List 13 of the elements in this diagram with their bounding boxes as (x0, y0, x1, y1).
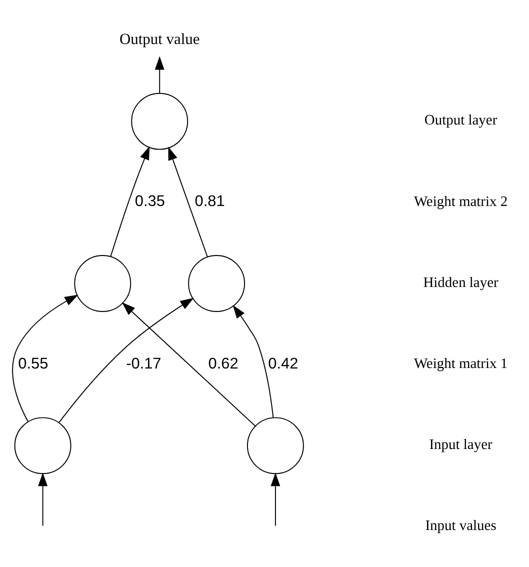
node-text: Output value (120, 30, 200, 48)
edge-label: -0.17 (126, 355, 162, 372)
edge-label: 0.55 (18, 355, 48, 372)
label: Hidden layer (423, 274, 498, 291)
edge-label: 0.35 (134, 193, 165, 210)
edge-label: 0.42 (268, 355, 298, 372)
label: Input values (425, 518, 496, 534)
edge-label: 0.81 (194, 193, 225, 210)
label: Output layer (424, 112, 498, 129)
label: Input layer (429, 437, 492, 454)
label: Weight matrix 1 (414, 356, 508, 372)
label: Weight matrix 2 (414, 194, 508, 210)
edge-label: 0.62 (208, 355, 238, 372)
